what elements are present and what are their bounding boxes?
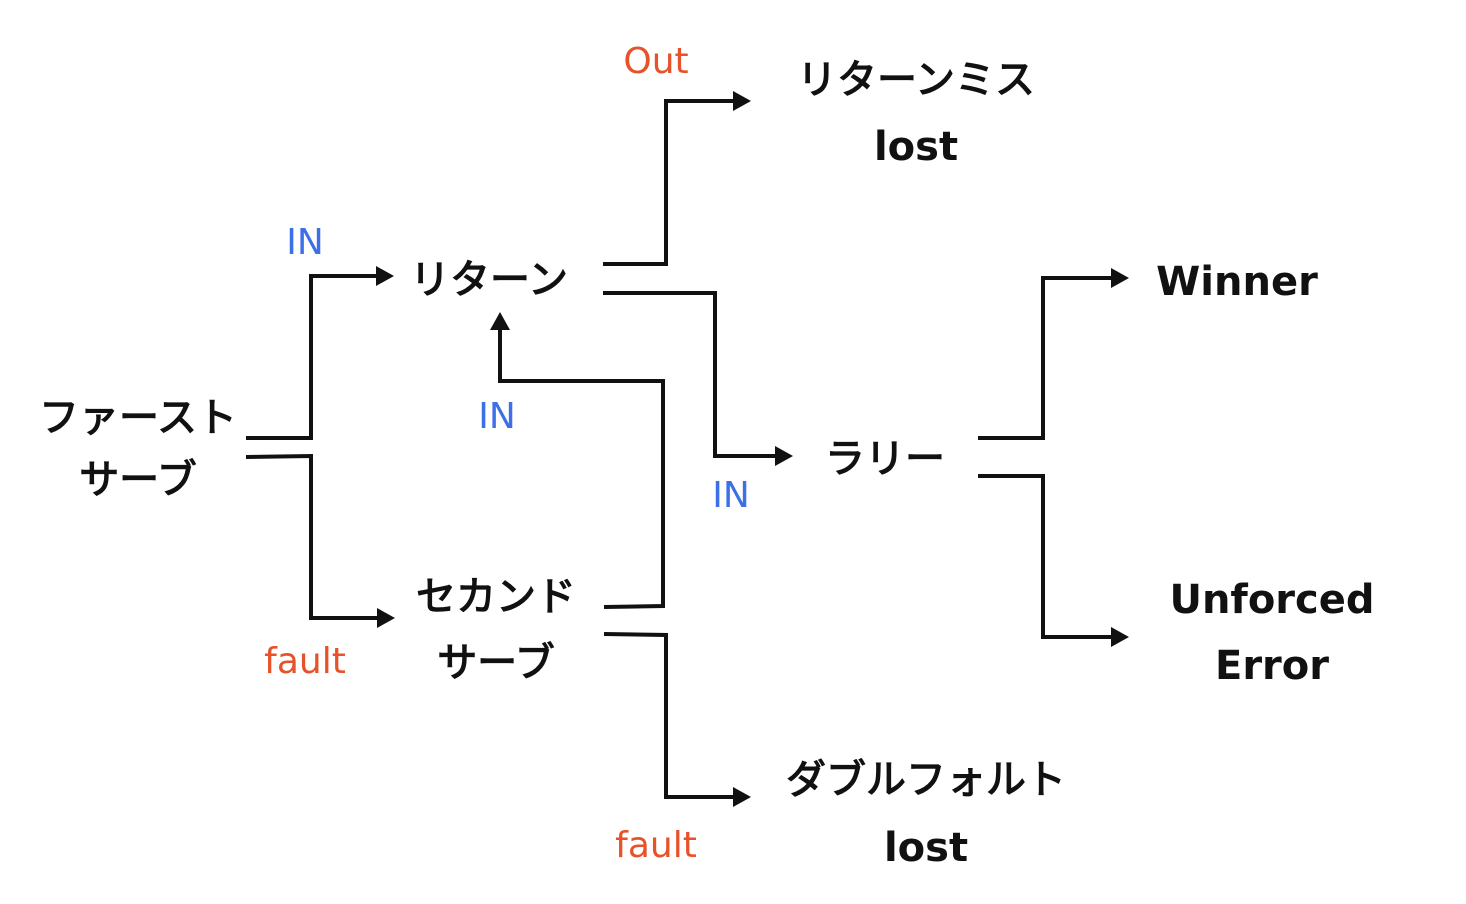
- arrowhead-to-return-miss: [733, 91, 751, 111]
- node-double-fault-line-1: ダブルフォルト: [786, 757, 1066, 803]
- edge-label-return-out: Out: [623, 41, 688, 82]
- connectors: [245, 91, 1129, 807]
- arrowhead-to-second-serve: [377, 608, 395, 628]
- node-rally: ラリー: [825, 436, 945, 482]
- node-return-miss-line-1: リターンミス: [797, 57, 1035, 103]
- nodes: ファースト サーブ リターン リターンミス lost セカンド サーブ ラリー …: [39, 57, 1375, 871]
- connector-first-serve-to-second-serve: [245, 453, 377, 620]
- node-first-serve-line-1: ファースト: [39, 395, 237, 441]
- node-double-fault-line-2: lost: [884, 825, 968, 871]
- node-return-miss-line-2: lost: [874, 124, 958, 170]
- connector-second-serve-to-double-fault: [603, 632, 733, 799]
- arrowhead-second-serve-to-return: [490, 312, 510, 330]
- edge-label-second-serve-in: IN: [478, 396, 516, 437]
- arrowhead-to-return: [376, 266, 394, 286]
- connector-rally-to-unforced-error: [978, 474, 1111, 639]
- edge-label-first-serve-in: IN: [286, 222, 324, 263]
- node-first-serve: ファースト サーブ: [39, 395, 237, 503]
- arrowhead-to-winner: [1111, 268, 1129, 288]
- node-return: リターン: [410, 257, 568, 303]
- node-double-fault: ダブルフォルト lost: [786, 757, 1066, 871]
- connector-second-serve-to-return: [498, 330, 665, 609]
- edge-label-first-serve-fault: fault: [264, 641, 346, 682]
- edge-labels: IN fault Out IN IN fault: [264, 41, 750, 866]
- arrowhead-to-unforced-error: [1111, 627, 1129, 647]
- node-second-serve: セカンド サーブ: [416, 574, 576, 686]
- node-unforced-error-line-2: Error: [1215, 643, 1329, 689]
- connector-return-to-rally: [603, 291, 775, 458]
- edge-label-return-in: IN: [712, 475, 750, 516]
- node-winner-line-1: Winner: [1156, 259, 1318, 305]
- node-return-miss: リターンミス lost: [797, 57, 1035, 170]
- edge-label-second-serve-fault: fault: [615, 825, 697, 866]
- connector-return-to-return-miss: [603, 99, 733, 266]
- node-unforced-error-line-1: Unforced: [1169, 577, 1374, 623]
- node-winner: Winner: [1156, 259, 1318, 305]
- node-second-serve-line-1: セカンド: [416, 574, 576, 620]
- arrowhead-to-double-fault: [733, 787, 751, 807]
- arrowhead-to-rally: [775, 446, 793, 466]
- node-return-line-1: リターン: [410, 257, 568, 303]
- connector-first-serve-to-return: [246, 274, 376, 440]
- node-first-serve-line-2: サーブ: [79, 457, 197, 503]
- node-rally-line-1: ラリー: [825, 436, 945, 482]
- node-second-serve-line-2: サーブ: [437, 640, 555, 686]
- node-unforced-error: Unforced Error: [1169, 577, 1374, 689]
- connector-rally-to-winner: [978, 276, 1111, 440]
